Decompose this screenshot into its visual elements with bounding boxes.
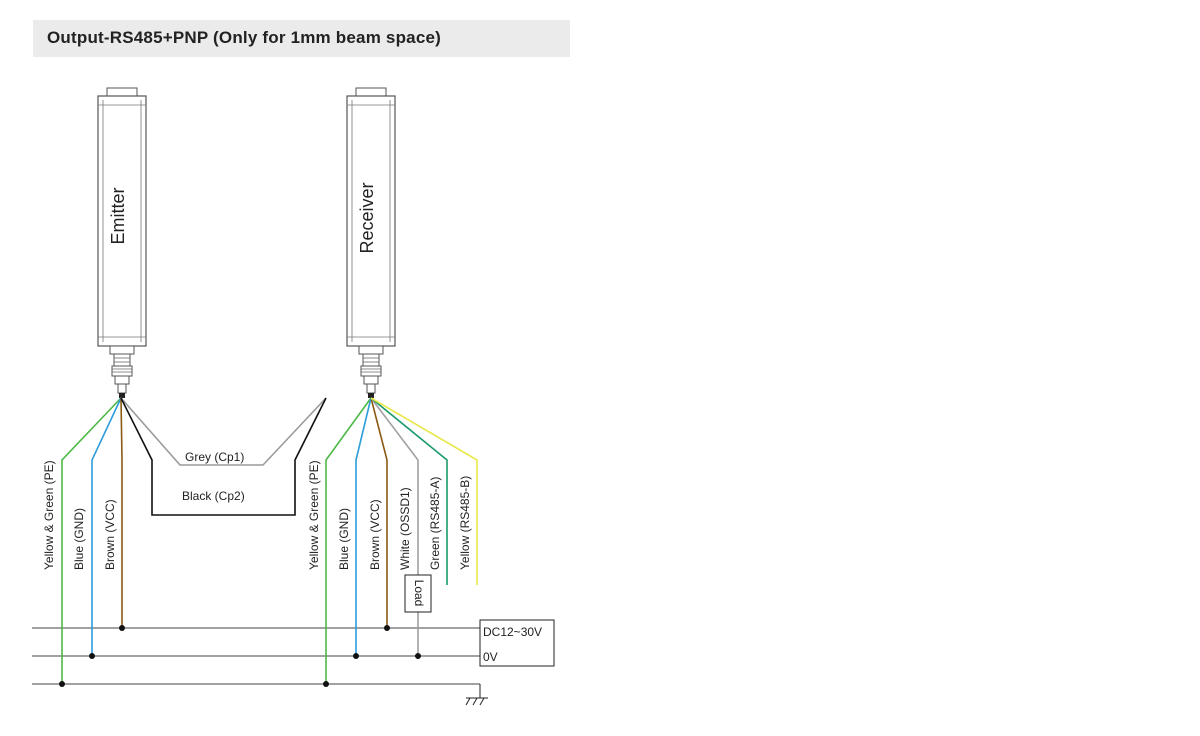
receiver-label: Receiver — [357, 182, 377, 253]
load-label: Load — [412, 580, 426, 607]
load-box: Load — [404, 574, 432, 613]
receiver-wire-label-gnd: Blue (GND) — [337, 508, 351, 570]
sync-wire-grey — [120, 397, 327, 466]
sync-wire-label-black: Black (Cp2) — [182, 489, 245, 503]
receiver-wire-label-ossd1: White (OSSD1) — [398, 487, 412, 570]
sync-wire-label-grey: Grey (Cp1) — [185, 450, 244, 464]
bus-lines — [32, 627, 480, 685]
page-title: Output-RS485+PNP (Only for 1mm beam spac… — [47, 28, 441, 47]
emitter-label: Emitter — [108, 187, 128, 244]
receiver-wire-green — [370, 397, 448, 585]
emitter-wire-label-gnd: Blue (GND) — [72, 508, 86, 570]
receiver-wire-label-rs485b: Yellow (RS485-B) — [458, 476, 472, 570]
power-positive-label: DC12~30V — [483, 625, 542, 639]
emitter-wire-label-pe: Yellow & Green (PE) — [42, 460, 56, 570]
receiver-wire-brown — [370, 397, 388, 628]
emitter-wires — [61, 397, 327, 684]
receiver-wire-label-pe: Yellow & Green (PE) — [307, 460, 321, 570]
junction-dots — [59, 625, 421, 687]
power-negative-label: 0V — [483, 650, 498, 664]
emitter-wire-label-vcc: Brown (VCC) — [103, 499, 117, 570]
emitter-body — [97, 95, 147, 347]
receiver-top-cap — [355, 87, 387, 97]
wire-labels: Yellow & Green (PE) Blue (GND) Brown (VC… — [42, 450, 472, 570]
receiver-wire-white — [370, 397, 419, 585]
emitter-unit: Emitter — [97, 87, 147, 398]
receiver-wire-label-rs485a: Green (RS485-A) — [428, 477, 442, 570]
receiver-wire-label-vcc: Brown (VCC) — [368, 499, 382, 570]
emitter-top-cap — [106, 87, 138, 97]
emitter-connector-icon — [111, 353, 133, 398]
receiver-body — [346, 95, 396, 347]
ground-icon — [465, 684, 488, 706]
receiver-unit: Receiver — [346, 87, 396, 398]
emitter-wire-blue — [91, 397, 122, 656]
sync-wire-black — [120, 397, 327, 516]
power-supply: DC12~30V 0V — [479, 619, 555, 667]
receiver-wire-yellow-green — [325, 397, 372, 684]
receiver-wires — [325, 397, 478, 684]
emitter-wire-brown — [120, 397, 123, 628]
emitter-wire-yellow-green — [61, 397, 122, 684]
title-bar: Output-RS485+PNP (Only for 1mm beam spac… — [33, 20, 570, 57]
receiver-wire-blue — [355, 397, 372, 656]
receiver-connector-icon — [360, 353, 382, 398]
receiver-wire-yellow — [370, 397, 478, 585]
